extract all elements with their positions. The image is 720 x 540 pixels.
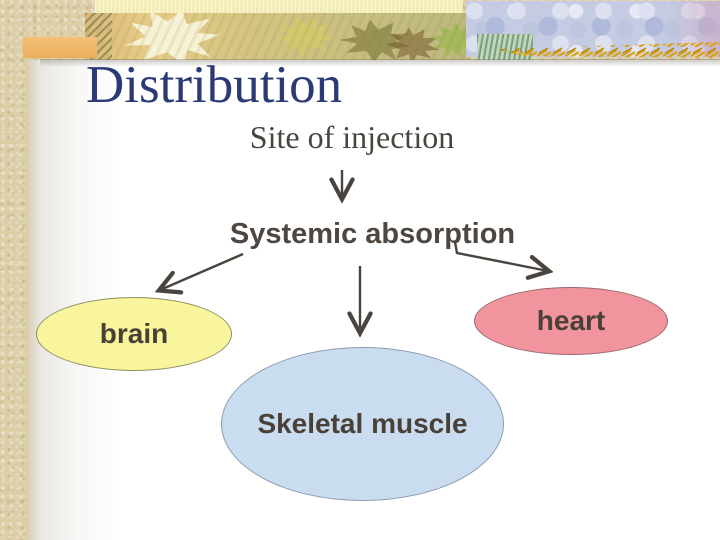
white-maple-leaf-icon [125, 13, 220, 60]
orange-band-decoration [23, 37, 97, 58]
brown-maple-leaf-icon [385, 27, 440, 60]
flow-hub-label: Systemic absorption [229, 218, 516, 250]
wheat-sprig-icon [495, 42, 720, 58]
node-heart: heart [474, 287, 668, 355]
node-brain: brain [36, 297, 232, 371]
olive-maple-leaf-icon [340, 19, 411, 60]
green-fern-patch-decoration [477, 34, 533, 62]
header-pale-yellow-strip [95, 0, 463, 13]
slide-title: Distribution [86, 56, 343, 114]
wheat-band [495, 42, 720, 58]
node-heart-label: heart [536, 305, 606, 336]
flow-source-label: Site of injection [249, 119, 455, 155]
node-brain-label: brain [99, 318, 169, 349]
node-skeletal-muscle: Skeletal muscle [221, 347, 504, 501]
yellow-maple-leaf-icon [275, 16, 335, 57]
green-maple-leaf-icon [430, 21, 471, 59]
header-band-shadow [40, 59, 720, 67]
node-skeletal-muscle-label: Skeletal muscle [257, 408, 468, 439]
header-leaf-collage [85, 13, 471, 60]
